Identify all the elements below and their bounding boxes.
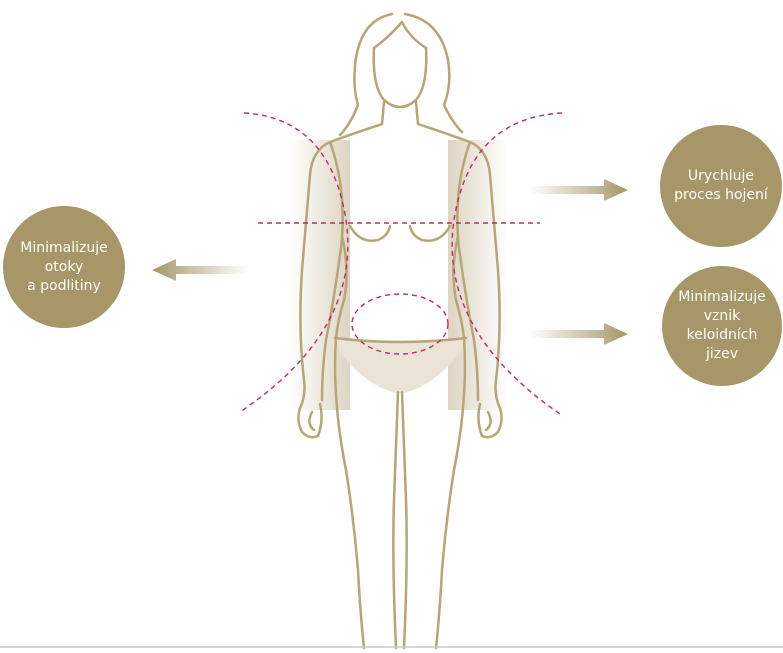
treatment-guides (239, 112, 563, 415)
benefit-healing: Urychluje proces hojení (660, 125, 782, 247)
arrow-right-icon (530, 323, 628, 345)
benefit-keloid-label: Minimalizuje vznik keloidních jizev (678, 289, 766, 362)
arrow-right-icon (530, 179, 628, 201)
guide-arc-left (239, 112, 349, 413)
body-outline (297, 12, 503, 650)
benefit-healing-label: Urychluje proces hojení (674, 168, 768, 203)
guide-arc-right (451, 112, 563, 415)
guide-abdomen-ellipse (351, 293, 449, 355)
benefit-swelling: Minimalizuje otoky a podlitiny (3, 206, 125, 328)
benefit-keloid: Minimalizuje vznik keloidních jizev (662, 266, 782, 386)
arrow-left-icon (152, 259, 248, 281)
benefit-swelling-label: Minimalizuje otoky a podlitiny (20, 239, 108, 294)
underwear (335, 338, 466, 394)
